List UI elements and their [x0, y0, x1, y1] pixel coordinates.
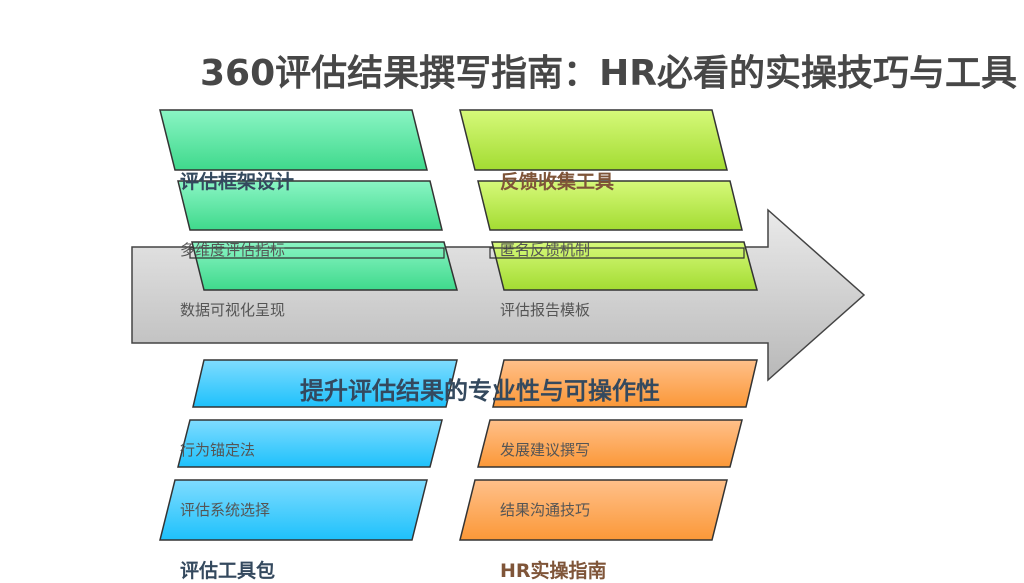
branch-bar	[191, 241, 458, 291]
branch-hr-guide	[459, 359, 758, 541]
branch-bar	[492, 359, 758, 408]
branch-item: 评估报告模板	[500, 301, 591, 319]
branch-connector	[489, 247, 745, 259]
branch-connector	[189, 247, 445, 259]
branch-item: 匿名反馈机制	[500, 241, 591, 259]
branch-item: 结果沟通技巧	[500, 501, 591, 519]
branch-feedback-tools	[459, 109, 758, 291]
branch-bar	[192, 359, 458, 408]
branch-evaluation-framework	[159, 109, 458, 291]
category-label: 反馈收集工具	[500, 171, 615, 193]
branch-bar	[491, 241, 758, 291]
branch-item: 行为锚定法	[180, 441, 256, 459]
category-label: 评估工具包	[180, 560, 276, 582]
branch-bar	[459, 109, 728, 171]
branch-bar	[159, 479, 428, 541]
page-title: 360评估结果撰写指南：HR必看的实操技巧与工具	[200, 53, 1017, 94]
branch-bar	[477, 419, 743, 468]
branch-bar	[177, 419, 443, 468]
spine-label: 提升评估结果的专业性与可操作性	[300, 377, 660, 405]
branch-item: 评估系统选择	[180, 501, 271, 519]
branch-bar	[159, 109, 428, 171]
branch-bar	[477, 180, 743, 231]
branch-bar	[459, 479, 728, 541]
branch-item: 数据可视化呈现	[180, 301, 286, 319]
branch-item: 发展建议撰写	[500, 441, 591, 459]
branch-bar	[177, 180, 443, 231]
category-label: 评估框架设计	[180, 171, 295, 193]
branch-toolkit	[159, 359, 458, 541]
category-label: HR实操指南	[500, 560, 607, 582]
branch-item: 多维度评估指标	[180, 241, 286, 259]
spine-arrow	[131, 208, 866, 382]
